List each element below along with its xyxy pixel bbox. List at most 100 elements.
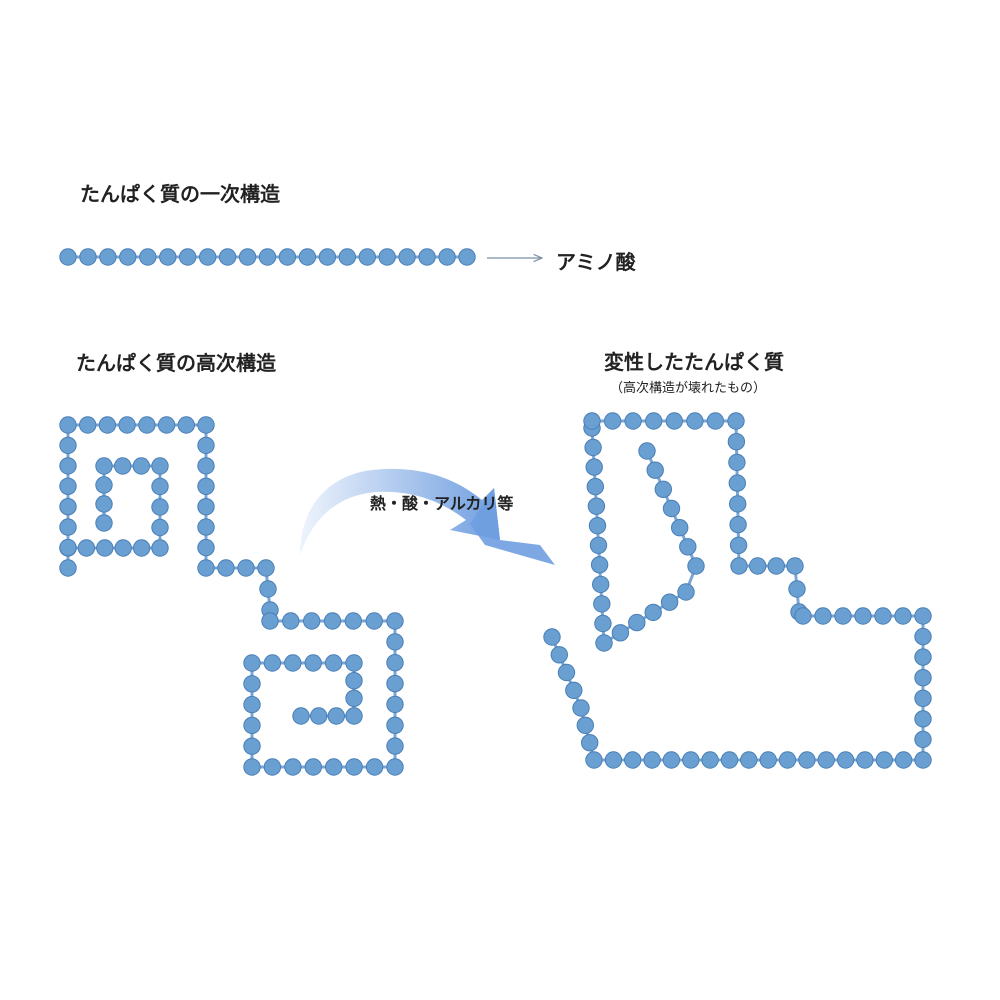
amino-acid-bead [365, 758, 384, 776]
amino-acid-bead [592, 575, 610, 594]
amino-acid-bead [729, 536, 748, 554]
denatured-protein-label: 変性したたんぱく質 [604, 350, 784, 374]
amino-acid-bead [543, 628, 561, 646]
amino-acid-bead [589, 536, 608, 554]
denatured-protein-note: （高次構造が壊れたもの） [610, 381, 767, 396]
denaturation-cause-label: 熱・酸・アルカリ等 [370, 494, 514, 513]
amino-acid-bead [197, 457, 215, 475]
amino-acid-bead [304, 654, 322, 672]
amino-acid-bead [79, 248, 97, 266]
amino-acid-bead [345, 707, 363, 725]
bead-chains [59, 248, 932, 776]
amino-acid-bead [398, 248, 416, 266]
amino-acid-bead [197, 559, 215, 577]
amino-acid-bead [628, 613, 646, 632]
amino-acid-bead [638, 442, 656, 460]
amino-acid-bead [593, 595, 611, 613]
amino-acid-bead [197, 477, 215, 495]
amino-acid-bead [856, 751, 874, 769]
amino-acid-bead [767, 557, 785, 575]
amino-acid-bead [594, 614, 612, 633]
amino-acid-bead [814, 607, 832, 625]
amino-acid-bead [114, 457, 132, 475]
amino-acid-bead [662, 751, 681, 769]
higher-structure-chain [59, 416, 404, 776]
amino-acid-bead [344, 612, 362, 630]
amino-acid-bead [729, 515, 747, 534]
amino-acid-bead [646, 461, 664, 479]
amino-acid-bead [243, 654, 261, 672]
amino-acid-bead [786, 557, 804, 575]
amino-acid-bead [682, 751, 700, 769]
amino-acid-bead [243, 737, 261, 755]
amino-acid-bead [576, 716, 594, 734]
higher-structure-label: たんぱく質の高次構造 [76, 351, 276, 375]
amino-acid-bead [386, 612, 404, 630]
amino-acid-bead [854, 607, 872, 625]
amino-acid-bead [386, 654, 404, 672]
amino-acid-bead [701, 751, 719, 769]
amino-acid-bead [749, 557, 767, 575]
amino-acid-bead [197, 518, 215, 536]
amino-acid-bead [572, 699, 590, 717]
amino-acid-bead [59, 416, 77, 434]
amino-acid-bead [386, 674, 404, 693]
amino-acid-bead [875, 751, 893, 769]
amino-acid-bead [584, 438, 602, 457]
amino-acid-label: アミノ酸 [556, 250, 636, 274]
amino-acid-bead [298, 248, 317, 266]
amino-acid-bead [836, 751, 855, 769]
amino-acid-bead [151, 539, 169, 557]
amino-acid-bead [243, 675, 261, 693]
amino-acid-bead [583, 412, 601, 430]
amino-acid-bead [325, 758, 343, 776]
amino-acid-bead [177, 416, 196, 434]
amino-acid-bead [138, 416, 156, 434]
amino-acid-bead [59, 498, 77, 516]
amino-acid-bead [59, 477, 77, 495]
amino-acid-bead [595, 634, 613, 652]
amino-acid-bead [727, 412, 745, 430]
amino-acid-bead [914, 669, 932, 687]
amino-acid-bead [303, 612, 321, 630]
amino-acid-bead [645, 412, 663, 430]
amino-acid-bead [565, 681, 583, 699]
amino-acid-bead [95, 476, 113, 494]
amino-acid-bead [345, 672, 363, 690]
amino-acid-bead [798, 751, 816, 769]
amino-acid-bead [386, 716, 404, 734]
amino-acid-bead [686, 412, 704, 430]
amino-acid-bead [914, 689, 932, 707]
amino-acid-bead [386, 758, 404, 776]
amino-acid-bead [365, 612, 383, 630]
amino-acid-bead [304, 758, 322, 776]
amino-acid-bead [98, 416, 117, 434]
denaturation-arrow [300, 468, 555, 565]
amino-acid-bead [358, 248, 376, 266]
amino-acid-bead [218, 248, 237, 266]
amino-acid-bead [151, 457, 169, 475]
amino-acid-bead [624, 412, 642, 430]
amino-acid-bead [238, 248, 257, 266]
amino-acid-bead [720, 751, 739, 769]
amino-acid-bead [284, 654, 302, 672]
amino-acid-bead [323, 612, 342, 630]
amino-acid-bead [217, 559, 235, 577]
amino-acid-bead [263, 758, 282, 776]
amino-acid-bead [157, 416, 176, 434]
amino-acid-bead [438, 248, 456, 266]
amino-acid-bead [59, 457, 77, 475]
amino-acid-bead [79, 416, 97, 434]
amino-acid-bead [118, 416, 136, 434]
amino-acid-bead [197, 498, 215, 516]
amino-acid-bead [834, 607, 852, 625]
amino-acid-bead [338, 248, 356, 266]
denatured-chain [543, 412, 932, 769]
amino-acid-bead [687, 557, 705, 575]
amino-acid-bead [874, 607, 892, 625]
amino-acid-bead [151, 477, 169, 496]
amino-acid-bead [59, 538, 77, 557]
amino-acid-bead [418, 248, 436, 266]
